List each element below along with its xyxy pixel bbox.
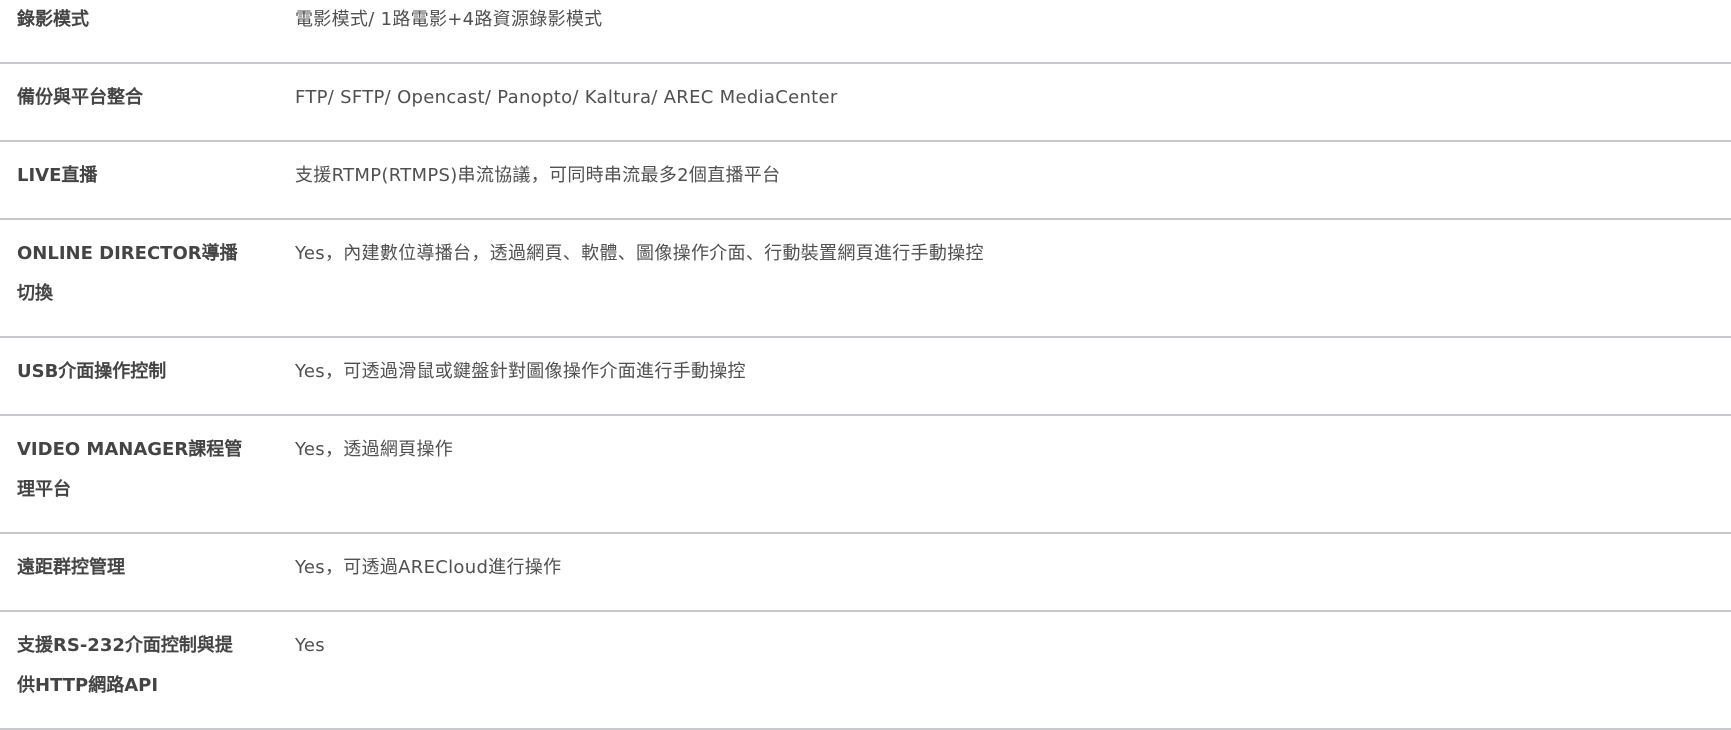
spec-row-recording-mode: 錄影模式 電影模式/ 1路電影+4路資源錄影模式 <box>0 0 1731 64</box>
spec-row-backup-integration: 備份與平台整合 FTP/ SFTP/ Opencast/ Panopto/ Ka… <box>0 64 1731 142</box>
spec-value: Yes，透過網頁操作 <box>295 439 454 460</box>
spec-label: USB介面操作控制 <box>17 361 167 382</box>
spec-row-online-director: ONLINE DIRECTOR導播切換 Yes，內建數位導播台，透過網頁、軟體、… <box>0 220 1731 338</box>
spec-label: ONLINE DIRECTOR導播切換 <box>17 243 238 304</box>
spec-value-text: Yes，內建數位導播台，透過網頁、軟體、圖像操作介面、行動裝置網頁進行手動操控 <box>295 243 984 264</box>
spec-row-remote-management: 遠距群控管理 Yes，可透過ARECloud進行操作 <box>0 534 1731 612</box>
spec-value: Yes，可透過ARECloud進行操作 <box>295 557 562 578</box>
spec-value: 支援RTMP(RTMPS)串流協議，可同時串流最多2個直播平台 <box>295 165 781 186</box>
spec-value: Yes，內建數位導播台，透過網頁、軟體、圖像操作介面、行動裝置網頁進行手動操控 <box>247 234 1247 274</box>
spec-value: Yes，可透過滑鼠或鍵盤針對圖像操作介面進行手動操控 <box>295 361 746 382</box>
spec-row-live-streaming: LIVE直播 支援RTMP(RTMPS)串流協議，可同時串流最多2個直播平台 <box>0 142 1731 220</box>
spec-value: 電影模式/ 1路電影+4路資源錄影模式 <box>295 9 603 30</box>
spec-row-video-manager: VIDEO MANAGER課程管理平台 Yes，透過網頁操作 <box>0 416 1731 534</box>
spec-label: 支援RS-232介面控制與提供HTTP網路API <box>17 635 233 696</box>
spec-label: 備份與平台整合 <box>17 87 143 108</box>
spec-label: 錄影模式 <box>17 9 89 30</box>
spec-label: 遠距群控管理 <box>17 557 125 578</box>
spec-row-usb-control: USB介面操作控制 Yes，可透過滑鼠或鍵盤針對圖像操作介面進行手動操控 <box>0 338 1731 416</box>
spec-row-rs232-api: 支援RS-232介面控制與提供HTTP網路API Yes <box>0 612 1731 730</box>
spec-value: FTP/ SFTP/ Opencast/ Panopto/ Kaltura/ A… <box>295 87 838 108</box>
spec-label: VIDEO MANAGER課程管理平台 <box>17 439 243 500</box>
spec-label: LIVE直播 <box>17 165 98 186</box>
spec-value: Yes <box>295 635 325 656</box>
